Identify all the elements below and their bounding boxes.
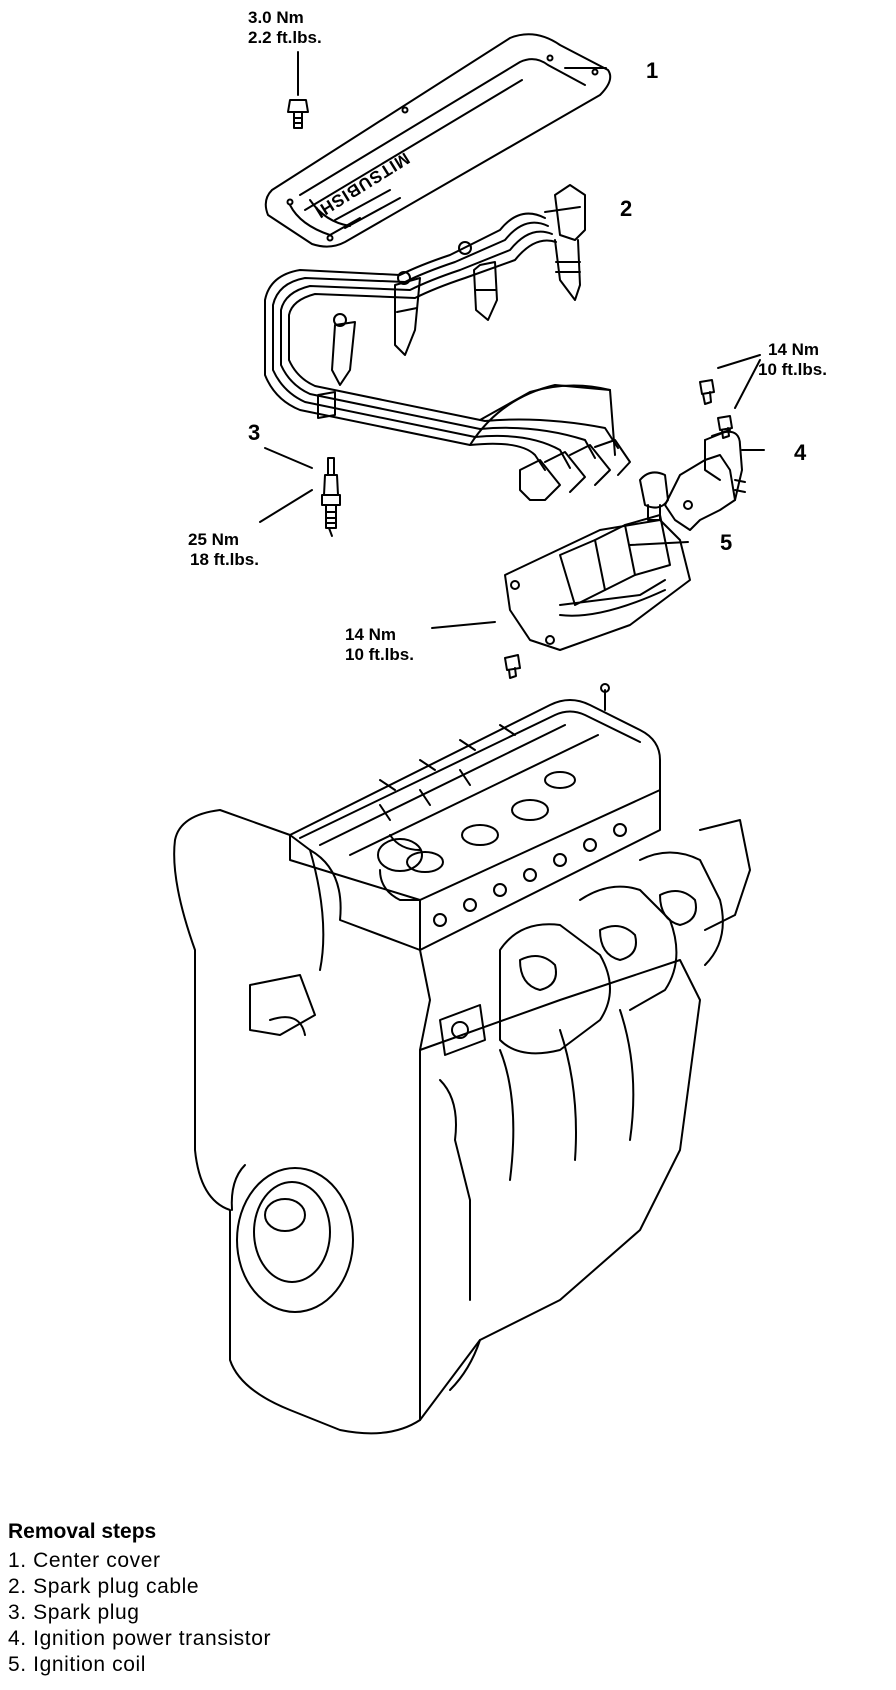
callout-3: 3 (248, 420, 261, 445)
spark-plug-part (322, 458, 340, 536)
torque-label-cover-bolt: 3.0 Nm 2.2 ft.lbs. (248, 8, 322, 48)
torque-ftlbs: 10 ft.lbs. (758, 360, 827, 379)
callout-5: 5 (720, 530, 733, 555)
torque-label-coil-bolt: 14 Nm 10 ft.lbs. (345, 625, 414, 665)
torque-ftlbs: 2.2 ft.lbs. (248, 28, 322, 47)
ignition-power-transistor-part (665, 380, 745, 530)
removal-step: 3. Spark plug (8, 1601, 140, 1624)
torque-label-transistor-bolt: 14 Nm 10 ft.lbs. (758, 340, 827, 380)
removal-step: 4. Ignition power transistor (8, 1627, 272, 1650)
torque-ftlbs: 18 ft.lbs. (190, 550, 259, 569)
callout-2: 2 (620, 196, 633, 221)
torque-nm: 14 Nm (768, 340, 820, 359)
callout-4: 4 (794, 440, 807, 465)
torque-label-spark-plug: 25 Nm 18 ft.lbs. (188, 530, 259, 570)
ignition-coil-part (505, 472, 690, 678)
removal-steps: Removal steps 1. Center cover 2. Spark p… (8, 1520, 271, 1678)
center-cover-part: MITSUBISHI (266, 34, 610, 246)
removal-step: 1. Center cover (8, 1549, 161, 1572)
leader-lines (260, 68, 764, 628)
torque-nm: 3.0 Nm (248, 8, 304, 27)
removal-steps-list: 1. Center cover 2. Spark plug cable 3. S… (8, 1548, 271, 1678)
torque-nm: 25 Nm (188, 530, 240, 549)
torque-nm: 14 Nm (345, 625, 397, 644)
callout-1: 1 (646, 58, 659, 83)
removal-steps-title: Removal steps (8, 1520, 157, 1543)
engine-block (174, 684, 750, 1433)
cover-bolt-part (288, 52, 308, 128)
spark-plug-cable-part (265, 185, 630, 500)
removal-step: 5. Ignition coil (8, 1653, 147, 1676)
removal-step: 2. Spark plug cable (8, 1575, 200, 1598)
torque-ftlbs: 10 ft.lbs. (345, 645, 414, 664)
